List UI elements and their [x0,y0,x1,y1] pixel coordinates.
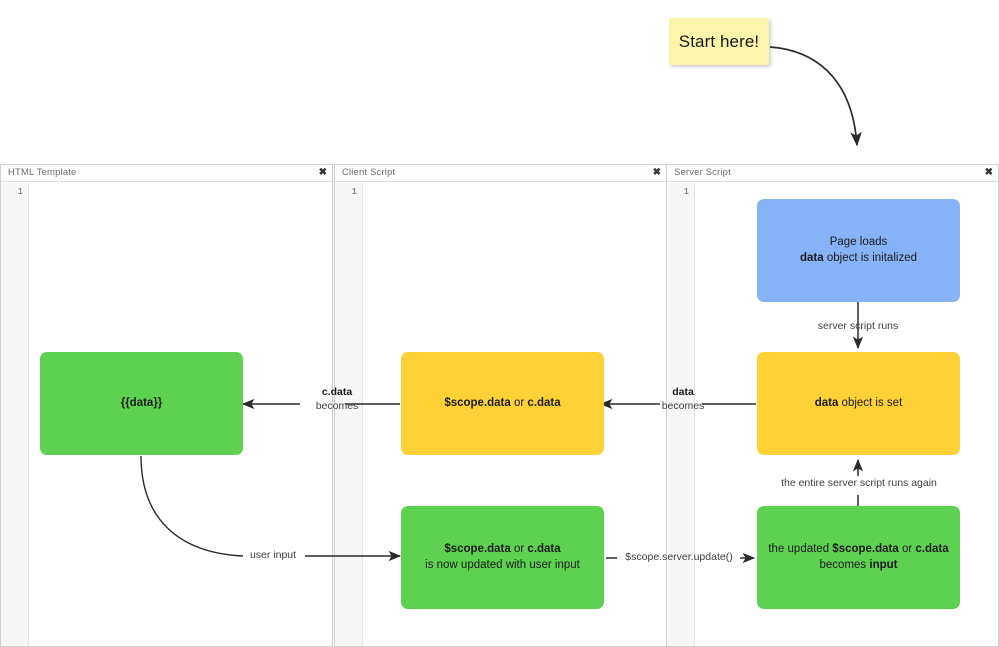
panel-client-script-header: Client Script ✖ [335,165,666,182]
node-scope-data-bold1: $scope.data [444,396,511,409]
node-data-object-bold: data [814,396,839,409]
node-page-loads-bold: data [800,251,824,264]
panel-html-template-gutter: 1 [1,183,29,646]
node-data-binding[interactable]: {{data}} [40,352,243,455]
node-updated-scope-data[interactable]: the updated $scope.data or c.data become… [757,506,960,609]
edge-label-entire-server-script-text: the entire server script runs again [781,477,937,489]
node-client-updated-mid: or [510,543,528,556]
edge-label-server-script-runs-text: server script runs [817,320,899,332]
node-client-updated-bold2: c.data [527,543,561,556]
node-client-updated-line2: is now updated with user input [425,558,580,571]
edge-label-c-data-becomes-sub: becomes [315,399,359,412]
edge-label-entire-server-script-runs-again: the entire server script runs again [743,477,975,491]
panel-server-script-header: Server Script ✖ [667,165,998,182]
node-scope-data-or-c-data[interactable]: $scope.data or c.data [401,352,604,455]
node-client-updated-bold1: $scope.data [444,543,511,556]
panel-html-template-title: HTML Template [8,167,77,178]
edge-label-server-script-runs: server script runs [758,320,958,334]
node-data-binding-label: {{data}} [120,396,163,409]
node-page-loads-line2: object is initalized [823,251,917,264]
edge-label-user-input: user input [242,549,304,563]
edge-label-scope-server-update: $scope.server.update() [613,551,745,565]
node-scope-data-bold2: c.data [527,396,561,409]
node-page-loads-line1: Page loads [829,236,888,249]
edge-label-c-data-becomes-strong: c.data [321,386,353,398]
node-client-updated-text: $scope.data or c.data is now updated wit… [415,542,590,572]
close-icon[interactable]: ✖ [652,167,661,178]
node-page-loads-text: Page loads data object is initalized [790,235,927,265]
sticky-note-label: Start here! [678,31,760,51]
panel-server-script-gutter: 1 [667,183,695,646]
node-updated-mid: or [898,543,916,556]
panel-server-script-title: Server Script [674,167,731,178]
line-number: 1 [17,187,23,197]
node-data-object-is-set-text: data object is set [805,396,913,411]
node-data-object-rest: object is set [838,396,903,409]
node-updated-scope-data-text: the updated $scope.data or c.data become… [758,542,958,572]
node-data-object-is-set[interactable]: data object is set [757,352,960,455]
edge-label-data-becomes-sub: becomes [661,399,705,412]
close-icon[interactable]: ✖ [984,167,993,178]
panel-client-script-title: Client Script [342,167,396,178]
node-updated-line2-bold: input [869,558,898,571]
edge-label-scope-server-update-text: $scope.server.update() [625,551,733,563]
node-updated-pre: the updated [768,543,833,556]
panel-html-template-header: HTML Template ✖ [1,165,332,182]
node-updated-bold1: $scope.data [832,543,899,556]
close-icon[interactable]: ✖ [318,167,327,178]
panel-client-script-gutter: 1 [335,183,363,646]
edge-label-data-becomes-strong: data [672,386,694,398]
line-number: 1 [351,187,357,197]
edge-label-c-data-becomes: c.data becomes [297,386,377,413]
node-client-updated-with-user-input[interactable]: $scope.data or c.data is now updated wit… [401,506,604,609]
line-number: 1 [683,187,689,197]
node-scope-data-mid: or [510,396,528,409]
node-data-binding-text: {{data}} [111,396,173,411]
edge-label-user-input-text: user input [249,549,297,561]
node-updated-line2-pre: becomes [819,558,870,571]
node-updated-bold2: c.data [915,543,949,556]
node-page-loads[interactable]: Page loads data object is initalized [757,199,960,302]
node-scope-data-or-c-data-text: $scope.data or c.data [434,396,570,411]
edge-label-data-becomes: data becomes [643,386,723,413]
connector-start-here [769,46,862,147]
start-here-sticky-note: Start here! [669,18,769,65]
